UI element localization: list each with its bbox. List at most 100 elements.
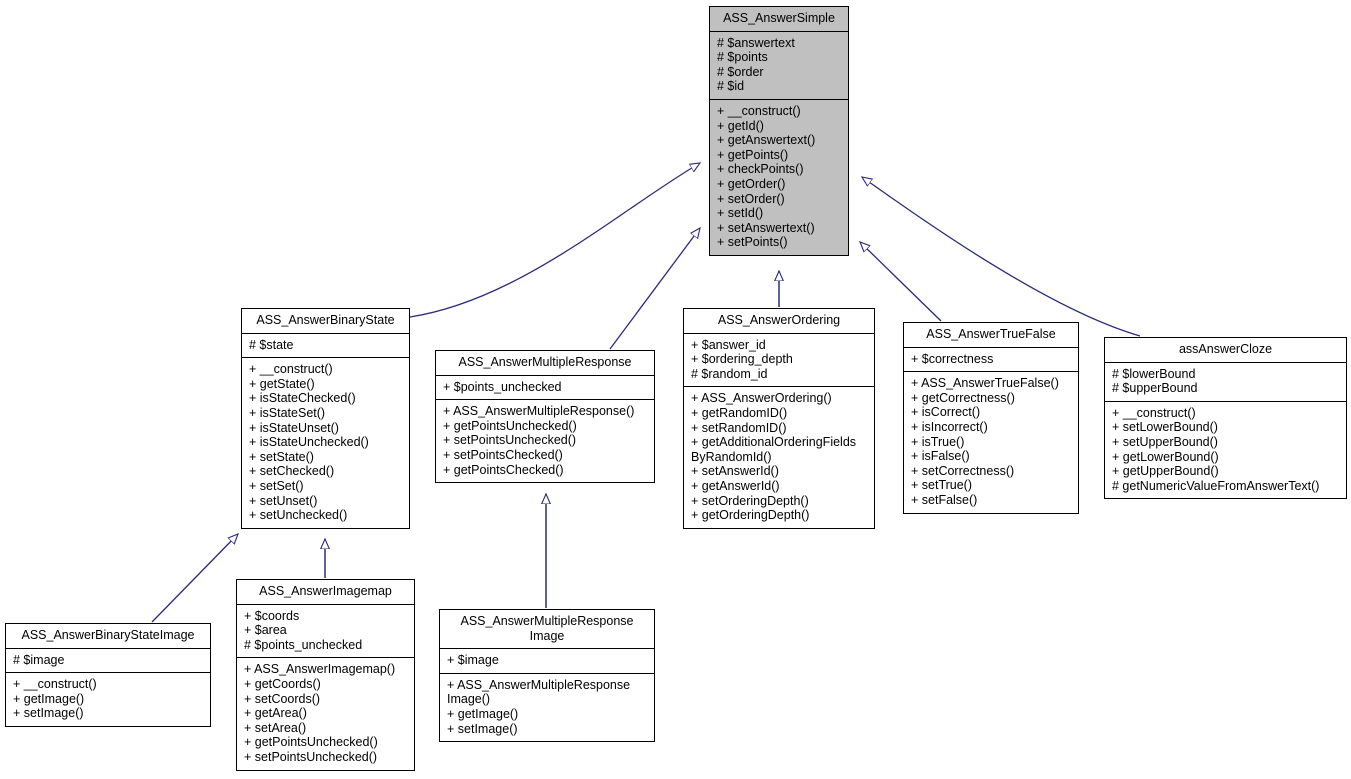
uml-attribute: + $ordering_depth: [691, 352, 793, 367]
uml-operation: + setUpperBound(): [1112, 434, 1218, 449]
uml-operation: + setAnswertext(): [717, 220, 815, 235]
uml-operation: + isCorrect(): [911, 405, 981, 420]
uml-operation: + setAnswerId(): [691, 464, 779, 479]
uml-operation: + ASS_AnswerImagemap(): [244, 662, 396, 677]
uml-operation: + setUnchecked(): [249, 508, 348, 523]
uml-operation: + getPointsUnchecked(): [244, 735, 378, 750]
uml-class-ass-answerbinarystate[interactable]: ASS_AnswerBinaryState# $state+ __constru…: [241, 308, 410, 529]
uml-operations-compartment: + ASS_AnswerImagemap()+ getCoords()+ set…: [237, 657, 414, 769]
uml-attribute: # $lowerBound: [1112, 366, 1196, 381]
uml-operation: + setRandomID(): [691, 420, 787, 435]
uml-operation: + setPointsUnchecked(): [244, 749, 378, 764]
uml-operations-compartment: + __construct()+ getId()+ getAnswertext(…: [710, 98, 848, 255]
uml-operation: + __construct(): [249, 362, 333, 377]
uml-operation: + isIncorrect(): [911, 419, 988, 434]
uml-operation: + ASS_AnswerMultipleResponse(): [443, 404, 635, 419]
uml-class-ass-answermultipleresponse[interactable]: ASS_AnswerMultipleResponse + $points_unch…: [435, 350, 655, 484]
uml-operations-compartment: + ASS_AnswerTrueFalse()+ getCorrectness(…: [904, 371, 1078, 512]
uml-operation: + setSet(): [249, 478, 304, 493]
edge-cloze-to-simple: [862, 177, 1141, 337]
uml-class-title: ASS_AnswerTrueFalse: [926, 327, 1056, 341]
uml-attributes-compartment: # $answertext# $points# $order# $id: [710, 30, 848, 99]
uml-class-title: ASS_AnswerBinaryState: [256, 313, 395, 327]
uml-class-ass-answerimagemap[interactable]: ASS_AnswerImagemap + $coords+ $area# $poi…: [236, 579, 415, 771]
uml-attribute: # $points: [717, 50, 768, 65]
uml-operation: + getAdditionalOrderingFields ByRandomId…: [691, 435, 860, 464]
uml-class-ass-answertruefalse[interactable]: ASS_AnswerTrueFalse + $correctness + ASS_A…: [903, 322, 1079, 514]
uml-operation: + isFalse(): [911, 449, 970, 464]
uml-class-title: ASS_AnswerOrdering: [717, 313, 841, 327]
uml-attributes-compartment: + $answer_id+ $ordering_depth# $random_i…: [684, 332, 874, 387]
uml-operation: + getCoords(): [244, 676, 321, 691]
uml-operation: + ASS_AnswerOrdering(): [691, 391, 832, 406]
uml-attribute: # $order: [717, 64, 764, 79]
uml-class-title: ASS_AnswerImagemap: [259, 584, 392, 598]
uml-operation: + getRandomID(): [691, 405, 788, 420]
uml-attributes-compartment: + $coords+ $area# $points_unchecked: [237, 603, 414, 658]
uml-operation: + isStateUnchecked(): [249, 435, 369, 450]
uml-operation: + getOrder(): [717, 176, 786, 191]
uml-operation: + getState(): [249, 376, 315, 391]
uml-operation: + setImage(): [13, 706, 84, 721]
uml-operation: + setPoints(): [717, 235, 788, 250]
uml-operations-compartment: + ASS_AnswerMultipleResponse() + getPoint…: [436, 399, 654, 482]
uml-attribute: # $image: [13, 652, 65, 667]
uml-operation: + getId(): [717, 118, 764, 133]
uml-attribute: # $id: [717, 79, 745, 94]
uml-operation: + setImage(): [447, 721, 518, 736]
uml-attribute: # $upperBound: [1112, 381, 1198, 396]
uml-attributes-compartment: + $points_unchecked: [436, 374, 654, 400]
uml-attributes-compartment: + $correctness: [904, 346, 1078, 372]
uml-operation: + isStateChecked(): [249, 391, 356, 406]
uml-class-assanswercloze[interactable]: assAnswerCloze# $lowerBound# $upperBound…: [1104, 337, 1347, 500]
uml-attribute: + $correctness: [911, 351, 994, 366]
uml-attribute: + $coords: [244, 608, 300, 623]
uml-operation: + setState(): [249, 449, 314, 464]
uml-operations-compartment: + __construct()+ setLowerBound()+ setUpp…: [1105, 400, 1346, 499]
uml-operation: + setOrderingDepth(): [691, 493, 809, 508]
uml-attributes-compartment: # $lowerBound# $upperBound: [1105, 361, 1346, 401]
uml-operation: + setCoords(): [244, 691, 321, 706]
uml-operation: + __construct(): [1112, 405, 1196, 420]
uml-operation: + setLowerBound(): [1112, 420, 1218, 435]
uml-operation: + ASS_AnswerTrueFalse(): [911, 376, 1059, 391]
uml-attribute: # $answertext: [717, 35, 795, 50]
uml-operation: + __construct(): [717, 103, 801, 118]
uml-attribute: + $image: [447, 653, 499, 668]
uml-class-title: ASS_AnswerSimple: [723, 11, 835, 25]
uml-operation: + setUnset(): [249, 493, 318, 508]
uml-operation: + getLowerBound(): [1112, 449, 1219, 464]
uml-operation: + getCorrectness(): [911, 390, 1015, 405]
uml-operation: + isStateUnset(): [249, 420, 339, 435]
uml-class-ass-answersimple[interactable]: ASS_AnswerSimple# $answertext# $points# …: [709, 6, 849, 256]
uml-operations-compartment: + __construct()+ getState()+ isStateChec…: [242, 357, 409, 528]
uml-attribute: + $area: [244, 623, 287, 638]
uml-operation: + setChecked(): [249, 464, 335, 479]
uml-operation: + getPoints(): [717, 147, 789, 162]
uml-attribute: + $answer_id: [691, 337, 766, 352]
uml-operation: + getOrderingDepth(): [691, 508, 810, 523]
uml-operation: + setArea(): [244, 720, 307, 735]
uml-operation: + setFalse(): [911, 492, 978, 507]
uml-operation: + setOrder(): [717, 191, 785, 206]
uml-class-ass-answerordering[interactable]: ASS_AnswerOrdering + $answer_id+ $orderin…: [683, 308, 875, 529]
uml-attribute: # $points_unchecked: [244, 637, 363, 652]
uml-operation: # getNumericValueFromAnswerText(): [1112, 478, 1320, 493]
uml-class-title: ASS_AnswerMultipleResponse: [458, 355, 632, 369]
uml-operation: + setPointsChecked(): [443, 447, 563, 462]
uml-operation: + setTrue(): [911, 478, 973, 493]
uml-operation: + __construct(): [13, 677, 97, 692]
uml-class-ass-answerbinarystateimage[interactable]: ASS_AnswerBinaryStateImage# $image+ __co…: [5, 623, 211, 727]
uml-operation: + getPointsChecked(): [443, 462, 564, 477]
uml-class-ass-answermultipleresponseimage[interactable]: ASS_AnswerMultipleResponse Image+ $image…: [439, 609, 655, 743]
uml-attributes-compartment: # $state: [242, 332, 409, 358]
uml-operations-compartment: + __construct()+ getImage()+ setImage(): [6, 672, 210, 726]
uml-operation: + isStateSet(): [249, 405, 326, 420]
uml-operation: + getUpperBound(): [1112, 464, 1219, 479]
edge-binarystate-to-simple: [409, 163, 700, 318]
uml-operations-compartment: + ASS_AnswerMultipleResponse Image()+ ge…: [440, 672, 654, 741]
uml-attribute: # $random_id: [691, 366, 768, 381]
uml-operation: + getArea(): [244, 706, 307, 721]
uml-operation: + checkPoints(): [717, 162, 804, 177]
